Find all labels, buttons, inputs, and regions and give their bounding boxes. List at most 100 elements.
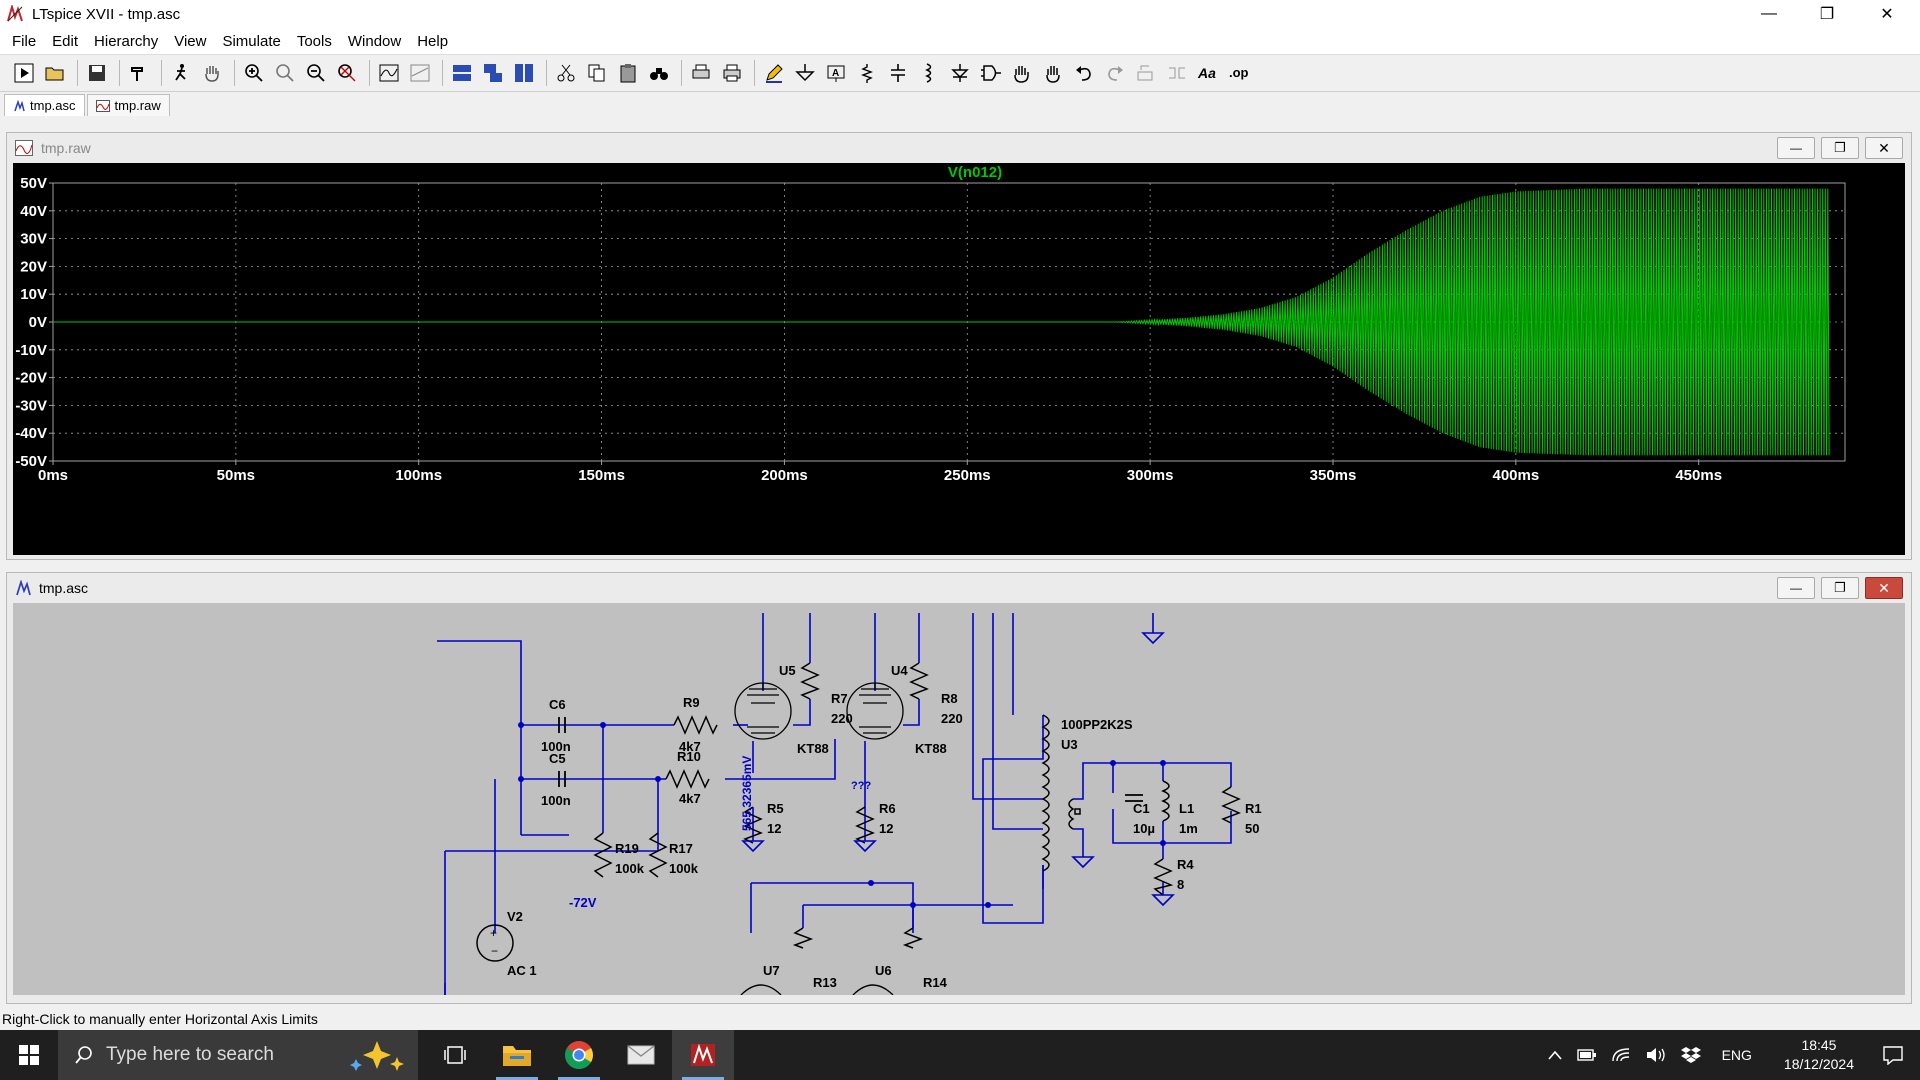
- trace-label[interactable]: V(n012): [948, 164, 1002, 181]
- control-panel-button[interactable]: [125, 59, 153, 87]
- u3-ref[interactable]: U3: [1061, 737, 1078, 752]
- save-button[interactable]: [83, 59, 111, 87]
- language-indicator[interactable]: ENG: [1721, 1047, 1752, 1063]
- print-button[interactable]: [687, 59, 715, 87]
- find-button[interactable]: [645, 59, 673, 87]
- r4-value[interactable]: 8: [1177, 877, 1184, 892]
- x-tick-label[interactable]: 450ms: [1675, 467, 1722, 484]
- task-view-button[interactable]: [424, 1030, 486, 1080]
- x-tick-label[interactable]: 350ms: [1310, 467, 1357, 484]
- r17-ref[interactable]: R17: [669, 841, 693, 856]
- tile-vertical-button[interactable]: [510, 59, 538, 87]
- show-hidden-icons-button[interactable]: [1540, 1049, 1570, 1061]
- c5-value[interactable]: 100n: [541, 793, 571, 808]
- cut-button[interactable]: [552, 59, 580, 87]
- y-tick-label[interactable]: 20V: [20, 258, 47, 275]
- copy-button[interactable]: [583, 59, 611, 87]
- x-tick-label[interactable]: 150ms: [578, 467, 625, 484]
- zoom-out-button[interactable]: [302, 59, 330, 87]
- c1-value[interactable]: 10µ: [1133, 821, 1155, 836]
- close-button[interactable]: ✕: [1858, 0, 1916, 28]
- r1-value[interactable]: 50: [1245, 821, 1259, 836]
- u4-ref[interactable]: U4: [891, 663, 908, 678]
- rotate-button[interactable]: [1132, 59, 1160, 87]
- ground-button[interactable]: [791, 59, 819, 87]
- r8-value[interactable]: 220: [941, 711, 963, 726]
- l1-value[interactable]: 1m: [1179, 821, 1198, 836]
- bias-voltage-label[interactable]: -72V: [569, 895, 597, 910]
- x-tick-label[interactable]: 200ms: [761, 467, 808, 484]
- r17-value[interactable]: 100k: [669, 861, 699, 876]
- schematic-drawing[interactable]: + − C6 100n C5 100n R9 4k7 R10 4k7 R19 1…: [13, 603, 1905, 995]
- x-tick-label[interactable]: 0ms: [38, 467, 68, 484]
- open-button[interactable]: [41, 59, 69, 87]
- y-tick-label[interactable]: 0V: [29, 314, 47, 331]
- c5-ref[interactable]: C5: [549, 751, 566, 766]
- u7-ref[interactable]: U7: [763, 963, 780, 978]
- restore-button[interactable]: ❐: [1798, 0, 1856, 28]
- x-tick-label[interactable]: 100ms: [395, 467, 442, 484]
- draw-wire-button[interactable]: [760, 59, 788, 87]
- l1-ref[interactable]: L1: [1179, 801, 1194, 816]
- x-tick-label[interactable]: 400ms: [1492, 467, 1539, 484]
- y-tick-label[interactable]: 10V: [20, 286, 47, 303]
- c6-value[interactable]: 100n: [541, 739, 571, 754]
- plot-maximize-button[interactable]: ❐: [1821, 137, 1859, 159]
- network-button[interactable]: [1604, 1047, 1638, 1063]
- schematic-window-titlebar[interactable]: tmp.asc: [7, 573, 1911, 603]
- paste-button[interactable]: [614, 59, 642, 87]
- schematic-minimize-button[interactable]: —: [1777, 577, 1815, 599]
- u5-ref[interactable]: U5: [779, 663, 796, 678]
- taskbar-search[interactable]: Type here to search: [58, 1030, 418, 1080]
- taskbar-file-explorer[interactable]: [486, 1030, 548, 1080]
- r9-value[interactable]: 4k7: [679, 739, 701, 754]
- visible-traces-button[interactable]: [406, 59, 434, 87]
- zoom-fit-button[interactable]: [333, 59, 361, 87]
- menu-help[interactable]: Help: [417, 32, 449, 50]
- x-tick-label[interactable]: 250ms: [944, 467, 991, 484]
- r6-ref[interactable]: R6: [879, 801, 896, 816]
- pan-button[interactable]: [198, 59, 226, 87]
- menu-file[interactable]: File: [12, 32, 37, 50]
- v2-value[interactable]: AC 1: [507, 963, 537, 978]
- menu-window[interactable]: Window: [347, 32, 402, 50]
- zoom-button[interactable]: [271, 59, 299, 87]
- battery-button[interactable]: [1570, 1048, 1604, 1062]
- menu-view[interactable]: View: [174, 32, 207, 50]
- y-tick-label[interactable]: -40V: [15, 425, 47, 442]
- tab-tmp-raw[interactable]: tmp.raw: [86, 94, 170, 116]
- minimize-button[interactable]: —: [1740, 0, 1798, 28]
- u3-value[interactable]: 100PP2K2S: [1061, 717, 1133, 732]
- r10-ref[interactable]: R10: [677, 749, 701, 764]
- node-voltage-label[interactable]: 565.32365mV: [740, 756, 754, 831]
- schematic-canvas[interactable]: + − C6 100n C5 100n R9 4k7 R10 4k7 R19 1…: [13, 603, 1905, 995]
- zoom-in-button[interactable]: [240, 59, 268, 87]
- r13-ref[interactable]: R13: [813, 975, 837, 990]
- y-tick-label[interactable]: -50V: [15, 453, 47, 470]
- x-tick-label[interactable]: 300ms: [1127, 467, 1174, 484]
- u4-value[interactable]: KT88: [915, 741, 947, 756]
- r6-value[interactable]: 12: [879, 821, 893, 836]
- menu-tools[interactable]: Tools: [296, 32, 332, 50]
- r19-value[interactable]: 100k: [615, 861, 645, 876]
- u5-value[interactable]: KT88: [797, 741, 829, 756]
- redo-button[interactable]: [1101, 59, 1129, 87]
- resistor-button[interactable]: [853, 59, 881, 87]
- taskbar-chrome[interactable]: [548, 1030, 610, 1080]
- dropbox-button[interactable]: [1674, 1046, 1708, 1064]
- clock[interactable]: 18:45 18/12/2024: [1766, 1036, 1872, 1074]
- text-button[interactable]: Aa: [1194, 59, 1222, 87]
- schematic-close-button[interactable]: ✕: [1865, 577, 1903, 599]
- label-net-button[interactable]: A: [822, 59, 850, 87]
- r7-ref[interactable]: R7: [831, 691, 848, 706]
- schematic-maximize-button[interactable]: ❐: [1821, 577, 1859, 599]
- y-tick-label[interactable]: -10V: [15, 342, 47, 359]
- start-button[interactable]: [0, 1030, 58, 1080]
- taskbar-ltspice[interactable]: [672, 1030, 734, 1080]
- c1-ref[interactable]: C1: [1133, 801, 1150, 816]
- r5-ref[interactable]: R5: [767, 801, 784, 816]
- unknown-value-label[interactable]: ???: [851, 780, 871, 792]
- drag-button[interactable]: [1039, 59, 1067, 87]
